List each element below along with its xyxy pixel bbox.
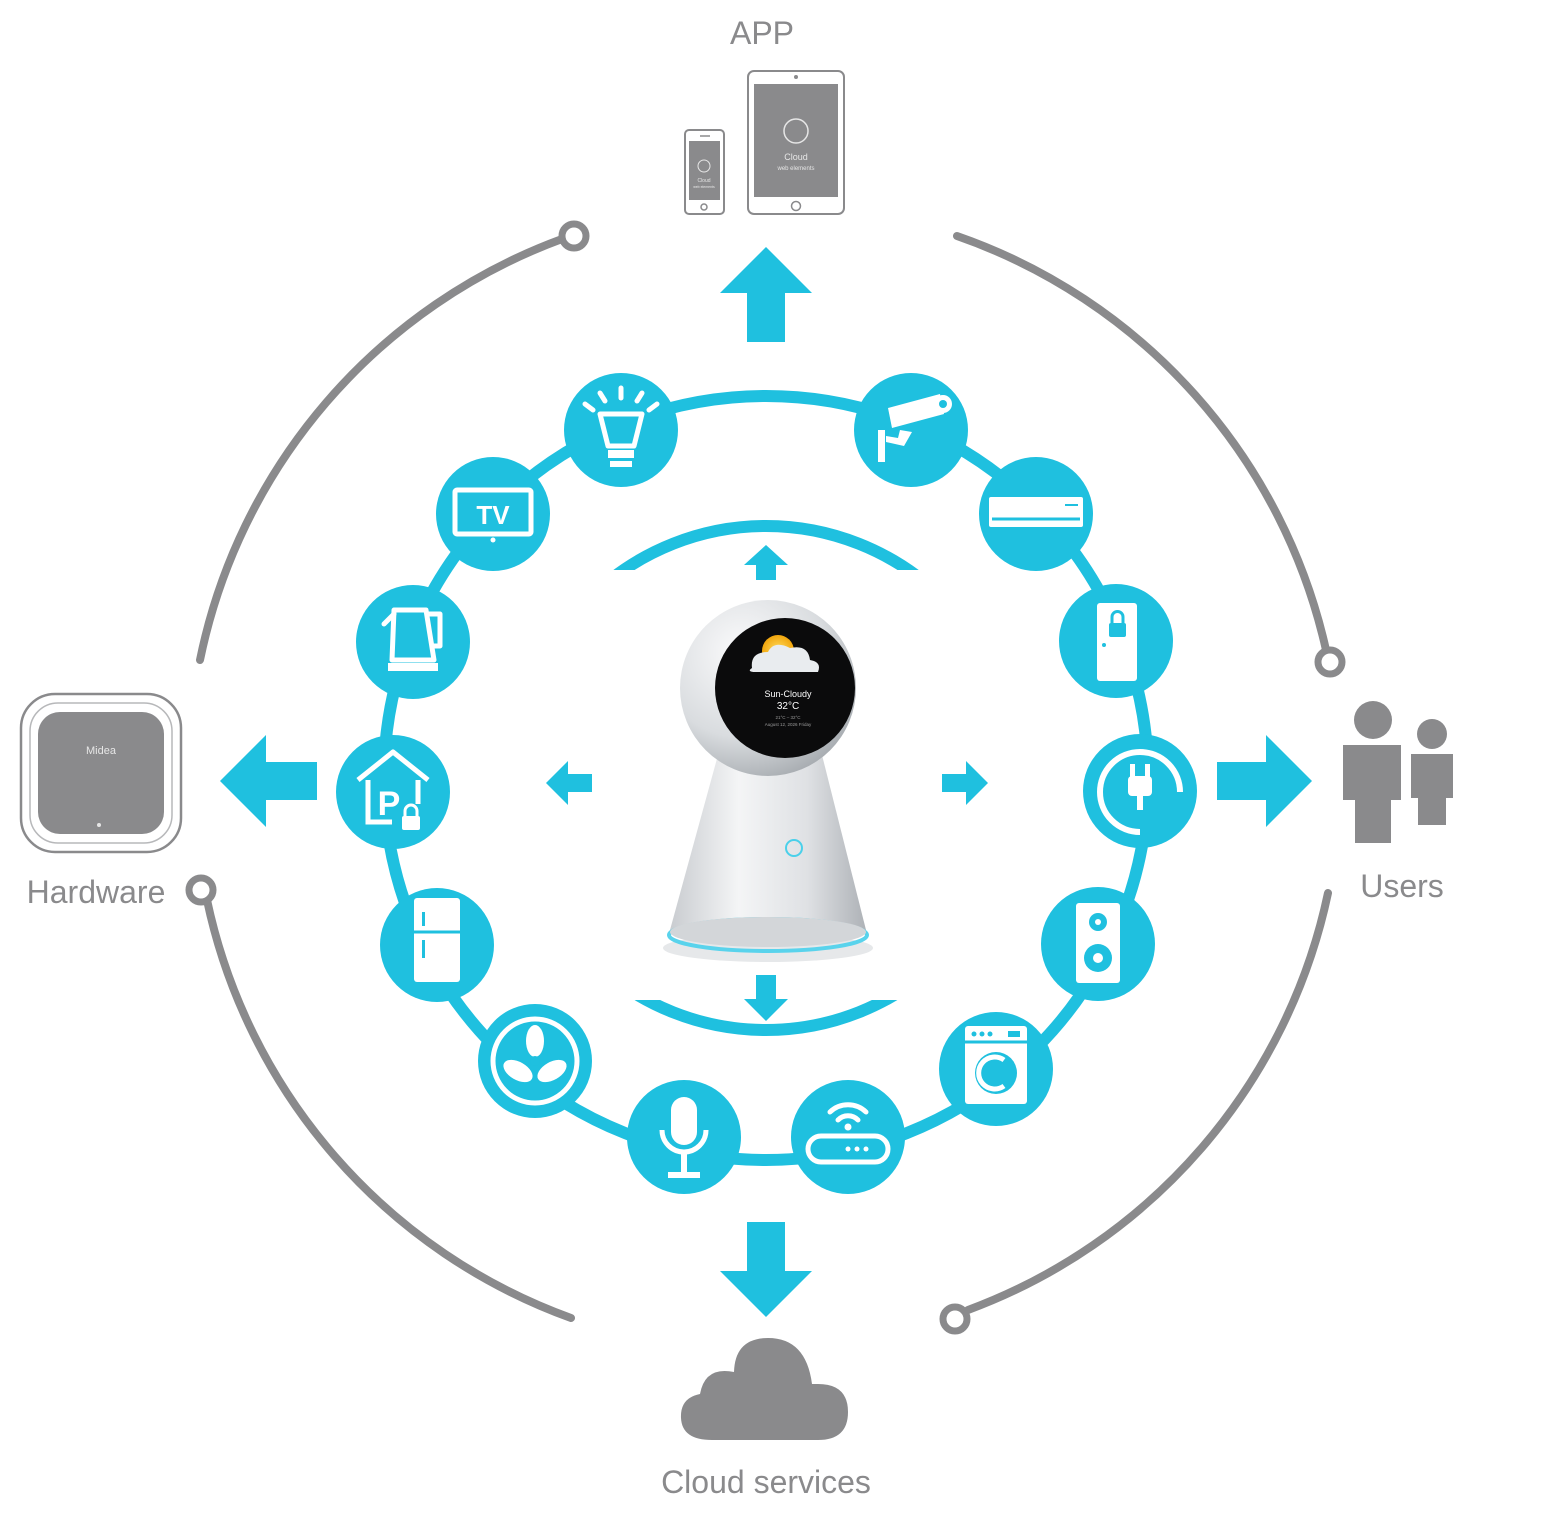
hub-power-button-icon [785, 839, 803, 857]
tablet-screen-line2: web elements [776, 166, 814, 172]
phone: Cloud web elements [684, 129, 725, 215]
hardware-device: Midea [19, 692, 183, 854]
weather-condition: Sun-Cloudy [764, 689, 812, 699]
phone-cloud-icon [697, 159, 711, 173]
arc-node-right [1314, 646, 1346, 678]
hub-body [670, 755, 866, 945]
arc-node-bottom-right [939, 1303, 971, 1335]
security-camera-icon[interactable] [854, 373, 968, 487]
small-arrow-up-icon [744, 545, 788, 580]
outer-arc-top-right [953, 232, 1330, 654]
inner-arrows [546, 545, 988, 1021]
phone-screen-line2: web elements [693, 185, 715, 189]
outer-arc-bottom-left [203, 896, 575, 1322]
parking-letter: P [378, 785, 401, 823]
outer-arc-top-left [196, 235, 566, 664]
phone-screen-line1: Cloud [697, 178, 710, 184]
weather-date: August 12, 2026 Friday [765, 722, 812, 727]
speaker-icon[interactable] [1041, 887, 1155, 1001]
arrow-right-icon [1217, 735, 1312, 827]
tv-icon[interactable]: TV [436, 457, 550, 571]
refrigerator-icon[interactable] [380, 888, 494, 1002]
arc-node-top-left [558, 220, 590, 252]
small-arrow-right-icon [942, 761, 988, 805]
cloud-weather-icon [749, 644, 819, 672]
router-icon[interactable] [791, 1080, 905, 1194]
air-conditioner-icon[interactable] [979, 457, 1093, 571]
hub-screen [715, 618, 855, 758]
arc-node-left [185, 874, 217, 906]
arrow-left-icon [220, 735, 317, 827]
smart-hub: Sun-Cloudy 32°C 21°C – 32°C August 12, 2… [663, 600, 873, 962]
hardware-brand-logo: Midea [86, 745, 117, 757]
arrow-up-icon [720, 247, 812, 342]
small-arrow-down-icon [744, 975, 788, 1021]
hub-base [670, 917, 866, 947]
small-arrow-left-icon [546, 761, 592, 805]
parking-garage-icon[interactable]: P [336, 735, 450, 849]
weather-range: 21°C – 32°C [775, 715, 801, 720]
arc-end-nodes [185, 220, 1346, 1335]
cloud-services-label: Cloud services [661, 1464, 871, 1500]
fan-icon[interactable] [478, 1004, 592, 1118]
cloud-icon [680, 1338, 848, 1440]
tablet: Cloud web elements [747, 70, 845, 215]
outer-arc-bottom-right [964, 889, 1332, 1314]
tv-label: TV [476, 500, 510, 530]
ring-icons: P TV [336, 373, 1197, 1194]
app-label: APP [730, 15, 794, 51]
bulb-icon[interactable] [564, 373, 678, 487]
users-label: Users [1360, 868, 1444, 904]
tablet-screen-line1: Cloud [784, 152, 808, 162]
power-plug-icon[interactable] [1083, 734, 1197, 848]
arrow-down-icon [720, 1222, 812, 1317]
washing-machine-icon[interactable] [939, 1012, 1053, 1126]
app-devices: Cloud web elements Cloud web elements [684, 70, 845, 215]
outward-arrows [220, 247, 1312, 1317]
weather-temperature: 32°C [777, 701, 799, 712]
users-icon [1343, 701, 1453, 843]
outer-gray-ring [196, 232, 1332, 1322]
hardware-label: Hardware [27, 874, 166, 910]
smart-lock-door-icon[interactable] [1059, 584, 1173, 698]
tablet-cloud-icon [783, 118, 809, 144]
microphone-icon[interactable] [627, 1080, 741, 1194]
kettle-icon[interactable] [356, 585, 470, 699]
